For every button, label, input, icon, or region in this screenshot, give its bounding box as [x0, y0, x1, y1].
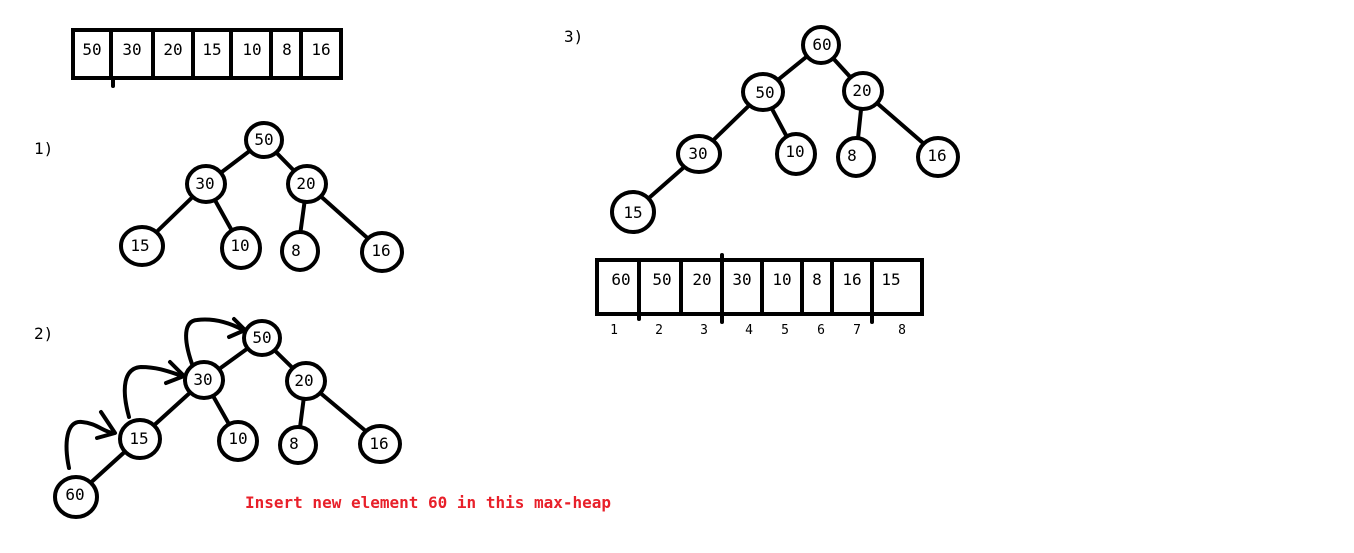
tree-node: [53, 475, 99, 519]
array-index: 3: [700, 323, 708, 338]
tree-node: [741, 72, 785, 112]
final-array-cell-1: [595, 258, 641, 316]
array-index: 4: [745, 323, 753, 338]
tree-node: [217, 420, 259, 462]
tree-node: [220, 226, 262, 270]
tree-node: [775, 132, 817, 176]
initial-array-value: 8: [282, 40, 292, 59]
final-array-value: 16: [842, 270, 861, 289]
array-index: 5: [781, 323, 789, 338]
initial-array-value: 10: [242, 40, 261, 59]
node-value: 15: [623, 203, 642, 222]
final-array-cell-7: [830, 258, 874, 316]
node-value: 16: [369, 434, 388, 453]
array-index: 7: [853, 323, 861, 338]
initial-array-value: 20: [163, 40, 182, 59]
step2-tree: 2) 50 30 20 15 10 8 16 60: [34, 317, 402, 519]
node-value: 30: [193, 370, 212, 389]
node-value: 20: [852, 81, 871, 100]
tree-node: [285, 361, 327, 401]
tree-node: [242, 319, 282, 357]
node-value: 50: [254, 130, 273, 149]
node-value: 20: [294, 371, 313, 390]
tree-node: [676, 134, 722, 174]
final-array-value: 15: [881, 270, 900, 289]
node-value: 15: [130, 236, 149, 255]
step3-label: 3): [564, 27, 583, 46]
tree-node: [358, 424, 402, 464]
final-array-value: 10: [772, 270, 791, 289]
node-value: 30: [688, 144, 707, 163]
initial-array-cell-7: [299, 28, 343, 80]
tree-node: [610, 190, 656, 234]
step1-tree: 1) 50 30 20 15 10 8 16: [34, 121, 404, 273]
node-value: 60: [812, 35, 831, 54]
step2-label: 2): [34, 324, 53, 343]
tree-node: [286, 164, 328, 204]
final-array-value: 8: [812, 270, 822, 289]
step1-label: 1): [34, 139, 53, 158]
bubble-up-arrow: [184, 317, 245, 366]
initial-array-cell-3: [151, 28, 195, 80]
initial-array-value: 30: [122, 40, 141, 59]
node-value: 10: [785, 142, 804, 161]
node-value: 15: [129, 429, 148, 448]
initial-array-cell-5: [229, 28, 273, 80]
bubble-up-arrow: [122, 365, 184, 419]
initial-array-value: 15: [202, 40, 221, 59]
initial-array-value: 50: [82, 40, 101, 59]
tree-node: [183, 360, 225, 400]
array-index: 2: [655, 323, 663, 338]
node-value: 50: [252, 328, 271, 347]
initial-array: 50 30 20 15 10 8 16: [71, 28, 343, 88]
final-array-value: 60: [611, 270, 630, 289]
initial-array-cell-1: [71, 28, 113, 80]
array-index: 1: [610, 323, 618, 338]
node-value: 16: [927, 146, 946, 165]
tree-node: [916, 136, 960, 178]
node-value: 16: [371, 241, 390, 260]
initial-array-cell-2: [109, 28, 155, 80]
final-array-value: 50: [652, 270, 671, 289]
final-array-cell-8: [870, 258, 924, 316]
final-array-value: 30: [732, 270, 751, 289]
node-value: 10: [228, 429, 247, 448]
caption-text: Insert new element 60 in this max-heap: [245, 493, 611, 512]
tree-node: [842, 71, 884, 111]
tree-node: [244, 121, 284, 159]
initial-array-value: 16: [311, 40, 330, 59]
tree-node: [118, 418, 162, 460]
final-array-cell-2: [637, 258, 683, 316]
node-value: 30: [195, 174, 214, 193]
final-array: 60 50 20 30 10 8 16 15 1 2 3 4 5 6 7 8: [595, 253, 924, 338]
node-value: 8: [847, 146, 857, 165]
array-index: 8: [898, 323, 906, 338]
array-index: 6: [817, 323, 825, 338]
tree-node: [119, 225, 165, 267]
tree-node: [185, 164, 227, 204]
final-array-value: 20: [692, 270, 711, 289]
tree-node: [278, 425, 318, 465]
tree-node: [280, 230, 320, 272]
tree-node: [801, 25, 841, 65]
bubble-up-arrow: [64, 419, 115, 470]
node-value: 60: [65, 485, 84, 504]
node-value: 50: [755, 83, 774, 102]
tree-node: [360, 231, 404, 273]
node-value: 10: [230, 236, 249, 255]
node-value: 20: [296, 174, 315, 193]
node-value: 8: [291, 241, 301, 260]
arrow-head: [95, 410, 117, 440]
tree-node: [836, 136, 876, 178]
node-value: 8: [289, 434, 299, 453]
step3-tree: 3) 60 50 20 30 10 8 16 15: [564, 25, 960, 234]
